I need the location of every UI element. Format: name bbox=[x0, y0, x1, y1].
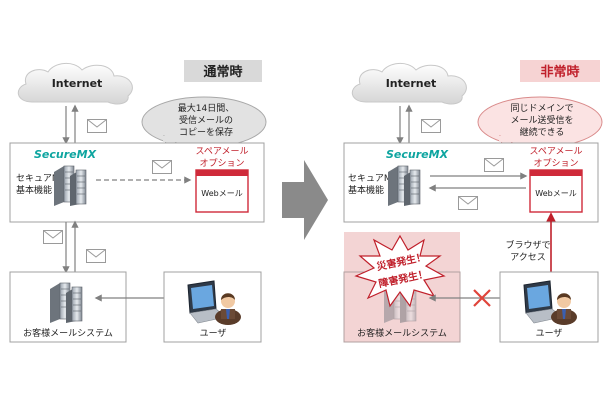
webmail-label: Webメール bbox=[201, 189, 242, 198]
server-label-line-2: 基本機能 bbox=[348, 184, 384, 196]
spare-title-line-1: スペアメール bbox=[196, 147, 249, 157]
spare-title-line-2: オプション bbox=[533, 158, 578, 169]
emergency-badge bbox=[520, 60, 600, 82]
explosion-burst-icon: 災害発生！ 障害発生！ bbox=[354, 234, 446, 308]
normal-mode-label: 通常時 bbox=[203, 64, 242, 80]
server-label-line-2: 基本機能 bbox=[16, 184, 52, 196]
callout-line-2: メール送受信を bbox=[510, 114, 573, 126]
callout-line-3: コピーを保存 bbox=[179, 126, 233, 138]
mail-envelope-icon bbox=[484, 158, 504, 172]
retention-callout: 最大14日間、 受信メールの コピーを保存 bbox=[141, 96, 267, 154]
server-rack-icon bbox=[53, 165, 87, 206]
callout-line-1: 最大14日間、 bbox=[178, 102, 234, 114]
mail-envelope-icon bbox=[152, 160, 172, 174]
webmail-label: Webメール bbox=[535, 189, 576, 198]
server-rack-icon bbox=[49, 282, 83, 323]
customer-system-label: お客様メールシステム bbox=[23, 327, 113, 339]
access-label-line-1: ブラウザで bbox=[505, 239, 550, 251]
customer-system-label: お客様メールシステム bbox=[357, 327, 447, 339]
mail-envelope-icon bbox=[87, 119, 107, 133]
mail-envelope-icon bbox=[43, 230, 63, 244]
internet-label: Internet bbox=[52, 77, 103, 90]
server-rack-icon bbox=[387, 165, 421, 206]
mail-envelope-icon bbox=[86, 249, 106, 263]
user-label: ユーザ bbox=[536, 328, 563, 339]
broken-link-x-icon bbox=[473, 289, 491, 307]
callout-line-2: 受信メールの bbox=[179, 114, 233, 126]
spare-title-line-1: スペアメール bbox=[530, 147, 583, 157]
normal-badge bbox=[184, 60, 262, 82]
access-label-line-2: アクセス bbox=[510, 252, 546, 263]
user-label: ユーザ bbox=[200, 328, 227, 339]
transition-arrow bbox=[282, 160, 328, 240]
callout-line-1: 同じドメインで bbox=[510, 103, 573, 114]
server-label-line-1: セキュアMX bbox=[348, 173, 398, 184]
emergency-mode-label: 非常時 bbox=[540, 64, 579, 80]
webmail-window: Webメール bbox=[529, 169, 583, 213]
securemx-logo: SecureMX bbox=[386, 148, 449, 161]
webmail-window: Webメール bbox=[195, 169, 249, 213]
continuity-callout: 同じドメインで メール送受信を 継続できる bbox=[477, 96, 603, 154]
normal-mode-panel: 通常時 Internet 最大14日間、 受信メールの コピーを保存 Secur… bbox=[9, 60, 267, 343]
securemx-logo: SecureMX bbox=[34, 148, 97, 161]
server-label-line-1: セキュアMX bbox=[16, 173, 66, 184]
mail-envelope-icon bbox=[421, 119, 441, 133]
mail-envelope-icon bbox=[458, 196, 478, 210]
spare-title-line-2: オプション bbox=[199, 158, 244, 169]
callout-line-3: 継続できる bbox=[520, 126, 565, 138]
emergency-mode-panel: 非常時 Internet 同じドメインで メール送受信を 継続できる Secur… bbox=[343, 60, 603, 343]
internet-label: Internet bbox=[386, 77, 437, 90]
